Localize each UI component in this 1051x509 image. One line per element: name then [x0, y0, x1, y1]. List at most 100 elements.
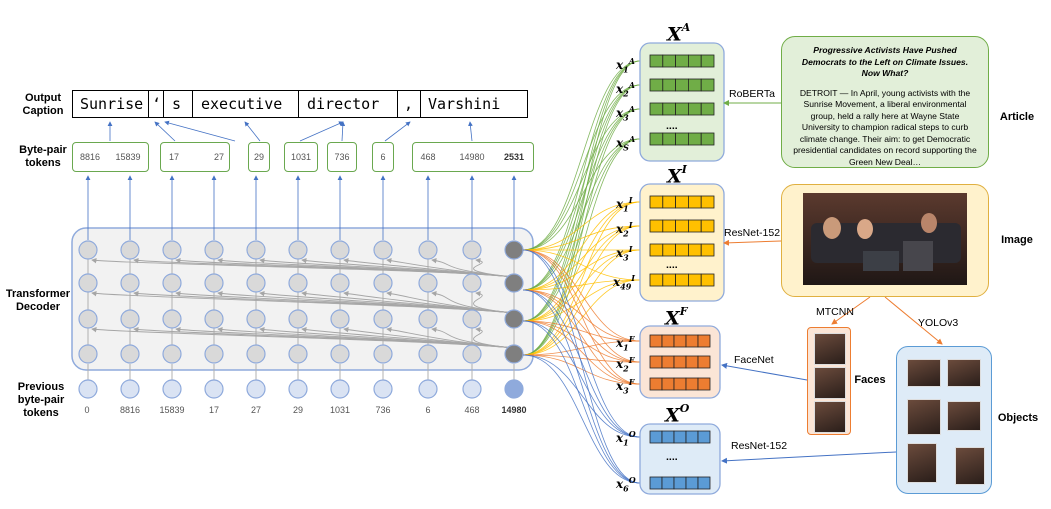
decoder-node	[78, 240, 98, 260]
decoder-node	[418, 309, 438, 329]
embedding-cell	[649, 54, 664, 68]
embedding-cell	[649, 377, 663, 391]
decoder-node	[462, 344, 482, 364]
person-shape	[921, 213, 937, 233]
caption-separator	[163, 90, 164, 118]
object-thumbnail	[907, 399, 941, 435]
embedding-cell	[697, 355, 711, 369]
embedding-cell	[673, 355, 687, 369]
decoder-node	[246, 309, 266, 329]
decoder-node	[373, 273, 393, 293]
ellipsis: ....	[666, 120, 678, 132]
embedding-cell	[662, 54, 676, 68]
decoder-node	[462, 273, 482, 293]
embedding-cell	[661, 334, 675, 348]
caption-arrow	[340, 121, 346, 142]
decoder-node	[78, 309, 98, 329]
decoder-node	[288, 273, 308, 293]
cross-attention-line	[522, 279, 641, 322]
embedding-cell	[688, 243, 702, 257]
bpe-group-box	[72, 142, 149, 172]
decoder-node	[246, 240, 266, 260]
bpe-token: 29	[253, 152, 264, 162]
embedding-cell	[649, 355, 663, 369]
caption-arrow	[468, 121, 473, 142]
embedding-cell	[661, 377, 675, 391]
embedding-cell	[688, 273, 702, 287]
caption-word: Varshini	[428, 95, 501, 113]
caption-separator	[397, 90, 398, 118]
embedding-cell	[649, 78, 664, 92]
embedding-cell	[700, 78, 715, 92]
embedding-cell	[700, 243, 715, 257]
embedding-cell	[649, 132, 664, 146]
caption-separator	[298, 90, 299, 118]
cross-attention-line	[522, 108, 641, 356]
decoder-node	[204, 344, 224, 364]
embedding-cell	[700, 219, 715, 233]
decoder-node	[162, 273, 182, 293]
embedding-cell	[662, 78, 676, 92]
face-thumbnail	[814, 401, 846, 433]
embedding-cell	[675, 243, 689, 257]
prev-token: 29	[292, 405, 303, 415]
cross-attention-line	[522, 60, 641, 322]
decoder-node	[330, 240, 350, 260]
embedding-cell	[673, 334, 687, 348]
bpe-token: 736	[334, 152, 350, 162]
decoder-node	[288, 309, 308, 329]
cross-attention-line	[522, 249, 641, 281]
decoder-node	[246, 273, 266, 293]
bpe-token: 2531	[503, 152, 525, 162]
embedding-cell	[649, 195, 664, 209]
cross-attention-line	[522, 225, 641, 291]
laptop-shape	[863, 251, 899, 271]
prev-token: 736	[375, 405, 391, 415]
cross-attention-line	[522, 289, 641, 342]
resnet-objects-label: ResNet-152	[731, 440, 788, 452]
decoder-node	[504, 344, 524, 364]
x-image-row-label: x1I	[616, 195, 633, 214]
embedding-cell	[688, 102, 702, 116]
decoder-node	[373, 309, 393, 329]
embedding-cell	[688, 54, 702, 68]
prev-token: 17	[208, 405, 219, 415]
person-shape	[823, 217, 841, 239]
laptop-shape	[903, 241, 933, 271]
decoder-node	[504, 273, 524, 293]
bpe-token: 6	[380, 152, 386, 162]
embedding-cell	[675, 54, 689, 68]
input-token-node	[204, 379, 224, 399]
embedding-cell	[688, 78, 702, 92]
x-faces-row-label: x2F	[616, 355, 635, 374]
facenet-label: FaceNet	[734, 354, 774, 366]
cross-attention-line	[522, 249, 641, 356]
person-shape	[857, 219, 873, 239]
x-article-row-label: x3A	[616, 104, 635, 123]
embedding-cell	[649, 243, 664, 257]
bpe-group-box	[284, 142, 318, 172]
scene-photo	[803, 193, 967, 285]
cross-attention-line	[522, 289, 641, 363]
embedding-cell	[685, 334, 699, 348]
embedding-cell	[700, 132, 715, 146]
resnet-image-label: ResNet-152	[724, 227, 781, 239]
cross-attention-line	[522, 84, 641, 356]
prev-token: 6	[425, 405, 431, 415]
embedding-cell	[662, 219, 676, 233]
prev-token: 1031	[329, 405, 351, 415]
x-objects-row-label: x6O	[616, 475, 636, 494]
embedding-cell	[661, 430, 675, 444]
cross-attention-line	[522, 225, 641, 322]
x-image-row-label: x3I	[616, 244, 633, 263]
cross-attention-line	[522, 84, 641, 251]
article-card: Progressive Activists Have Pushed Democr…	[781, 36, 989, 168]
roberta-label: RoBERTa	[729, 88, 775, 100]
ellipsis: ....	[666, 451, 678, 463]
embedding-cell	[675, 132, 689, 146]
prev-token: 468	[464, 405, 480, 415]
x-objects-row-label: x1O	[616, 429, 636, 448]
mtcnn-arrow	[831, 296, 871, 325]
cross-attention-line	[522, 225, 641, 356]
